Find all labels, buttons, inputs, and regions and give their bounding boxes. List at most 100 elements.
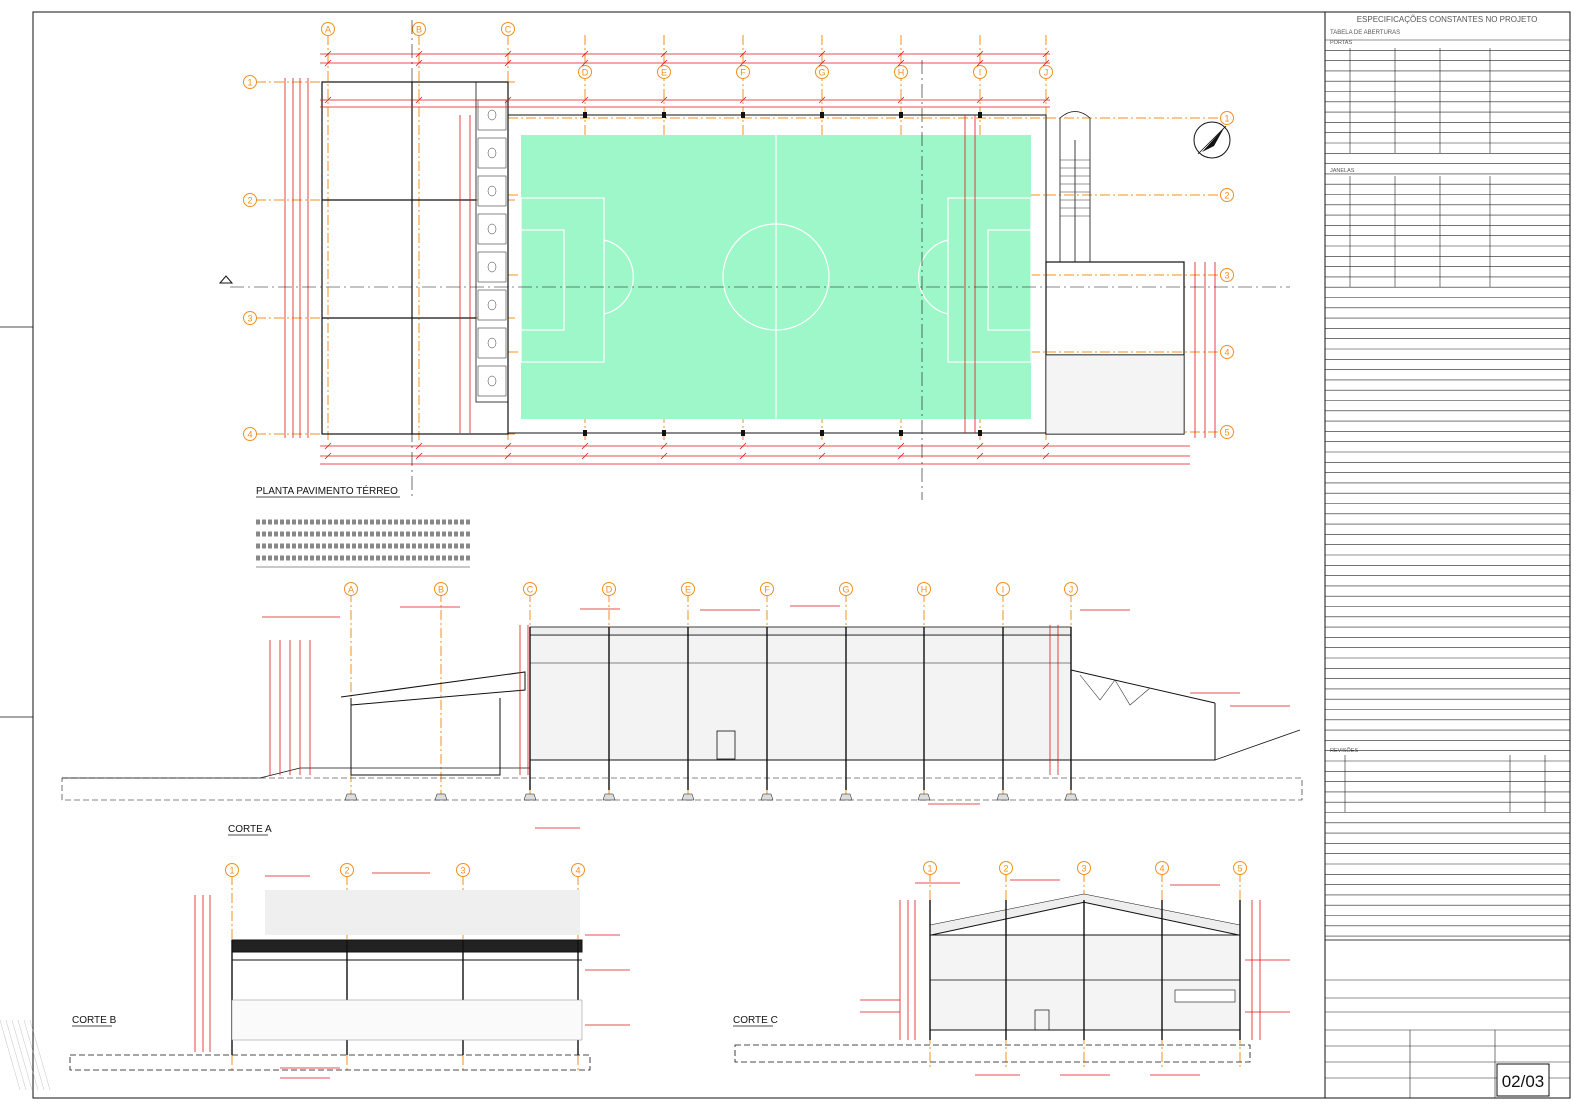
svg-text:I: I xyxy=(1002,585,1005,595)
column xyxy=(583,112,587,118)
toilet-stall xyxy=(477,137,507,169)
section-a-title: CORTE A xyxy=(228,824,272,835)
roof-slab xyxy=(231,939,583,953)
north-arrow-icon xyxy=(1193,121,1231,159)
plan-grid-bubble: G xyxy=(815,65,829,79)
svg-text:2: 2 xyxy=(344,866,349,876)
section-a-grid-bubble: A xyxy=(344,582,358,596)
section-a-grid-bubble: H xyxy=(917,582,931,596)
toilet-fixture xyxy=(487,261,497,273)
toilet-stall xyxy=(477,327,507,359)
svg-text:G: G xyxy=(842,585,849,595)
court-wall-hatch xyxy=(265,890,580,935)
toilet-stall xyxy=(477,251,507,283)
section-a-grid-bubble: B xyxy=(434,582,448,596)
foundation xyxy=(734,1044,1251,1063)
column xyxy=(741,430,745,436)
ramp xyxy=(1059,111,1091,262)
svg-text:1: 1 xyxy=(927,864,932,874)
column xyxy=(583,430,587,436)
portas-title: PORTAS xyxy=(1330,40,1352,46)
svg-text:1: 1 xyxy=(1224,114,1229,124)
footing xyxy=(602,793,616,801)
svg-text:E: E xyxy=(661,68,667,78)
plan-grid-bubble: D xyxy=(578,65,592,79)
section-a-grid-bubble: E xyxy=(681,582,695,596)
footing xyxy=(344,793,358,801)
toilet-fixture xyxy=(487,337,497,349)
annex-rooms xyxy=(1045,354,1185,435)
stairs xyxy=(1060,159,1090,217)
svg-text:C: C xyxy=(527,585,534,595)
roof-truss xyxy=(529,626,1072,636)
section-cut-marker-a xyxy=(218,275,1290,288)
footing xyxy=(760,793,774,801)
svg-text:2: 2 xyxy=(1224,191,1229,201)
column xyxy=(662,112,666,118)
plan-grid-bubble: 2 xyxy=(1220,188,1234,202)
svg-text:G: G xyxy=(818,68,825,78)
svg-text:2: 2 xyxy=(247,196,252,206)
hatch-line xyxy=(17,1019,39,1091)
left-block-elevation xyxy=(340,671,526,776)
svg-text:E: E xyxy=(685,585,691,595)
plan-grid-bubble: 3 xyxy=(1220,268,1234,282)
right-annex-elevation xyxy=(1070,669,1216,761)
toilet-stalls xyxy=(477,99,507,397)
svg-text:F: F xyxy=(740,68,746,78)
toilet-fixture xyxy=(487,223,497,235)
hatch-line xyxy=(0,1019,21,1091)
footing xyxy=(681,793,695,801)
svg-text:4: 4 xyxy=(575,866,580,876)
footing xyxy=(996,793,1010,801)
svg-text:2: 2 xyxy=(1003,864,1008,874)
svg-text:B: B xyxy=(416,25,422,35)
window-band xyxy=(1174,989,1236,1003)
hatch-line xyxy=(5,1019,27,1091)
lower-wall xyxy=(231,999,583,1041)
section-b-grid-bubble: 1 xyxy=(225,863,239,877)
gym-elevation xyxy=(929,934,1241,1031)
column xyxy=(820,112,824,118)
toilet-fixture xyxy=(487,375,497,387)
sheet-number: 02/03 xyxy=(1502,1072,1545,1091)
plan-grid-bubble: E xyxy=(657,65,671,79)
column xyxy=(741,112,745,118)
svg-text:3: 3 xyxy=(247,314,252,324)
toilet-fixture xyxy=(487,147,497,159)
column xyxy=(899,112,903,118)
svg-text:4: 4 xyxy=(247,430,252,440)
area-notes xyxy=(256,519,470,568)
plan-title: PLANTA PAVIMENTO TÉRREO xyxy=(256,484,398,497)
svg-text:A: A xyxy=(325,25,331,35)
toilet-stall xyxy=(477,99,507,131)
title-block: ESPECIFICAÇÕES CONSTANTES NO PROJETO TAB… xyxy=(1324,11,1571,1099)
plan-columns xyxy=(583,112,982,436)
section-a-grid-bubble: F xyxy=(760,582,774,596)
svg-text:H: H xyxy=(898,68,905,78)
section-a-grid-bubble: J xyxy=(1064,582,1078,596)
footing xyxy=(1064,793,1078,801)
svg-text:5: 5 xyxy=(1224,428,1229,438)
svg-text:1: 1 xyxy=(247,78,252,88)
footing xyxy=(917,793,931,801)
plan-grid-bubble: 3 xyxy=(243,311,257,325)
foundation xyxy=(61,777,1303,801)
section-c-grid-bubble: 4 xyxy=(1155,861,1169,875)
roof-fill xyxy=(929,893,1241,936)
plan-grid-bubble: H xyxy=(894,65,908,79)
footing xyxy=(434,793,448,801)
plan-grid-bubble: B xyxy=(412,22,426,36)
column xyxy=(820,430,824,436)
toilet-stall xyxy=(477,289,507,321)
toilet-fixture xyxy=(487,109,497,121)
section-a-grid-bubble: G xyxy=(839,582,853,596)
plan-grid-bubble: 1 xyxy=(243,75,257,89)
svg-text:1: 1 xyxy=(229,866,234,876)
svg-text:D: D xyxy=(582,68,589,78)
svg-text:I: I xyxy=(979,68,982,78)
